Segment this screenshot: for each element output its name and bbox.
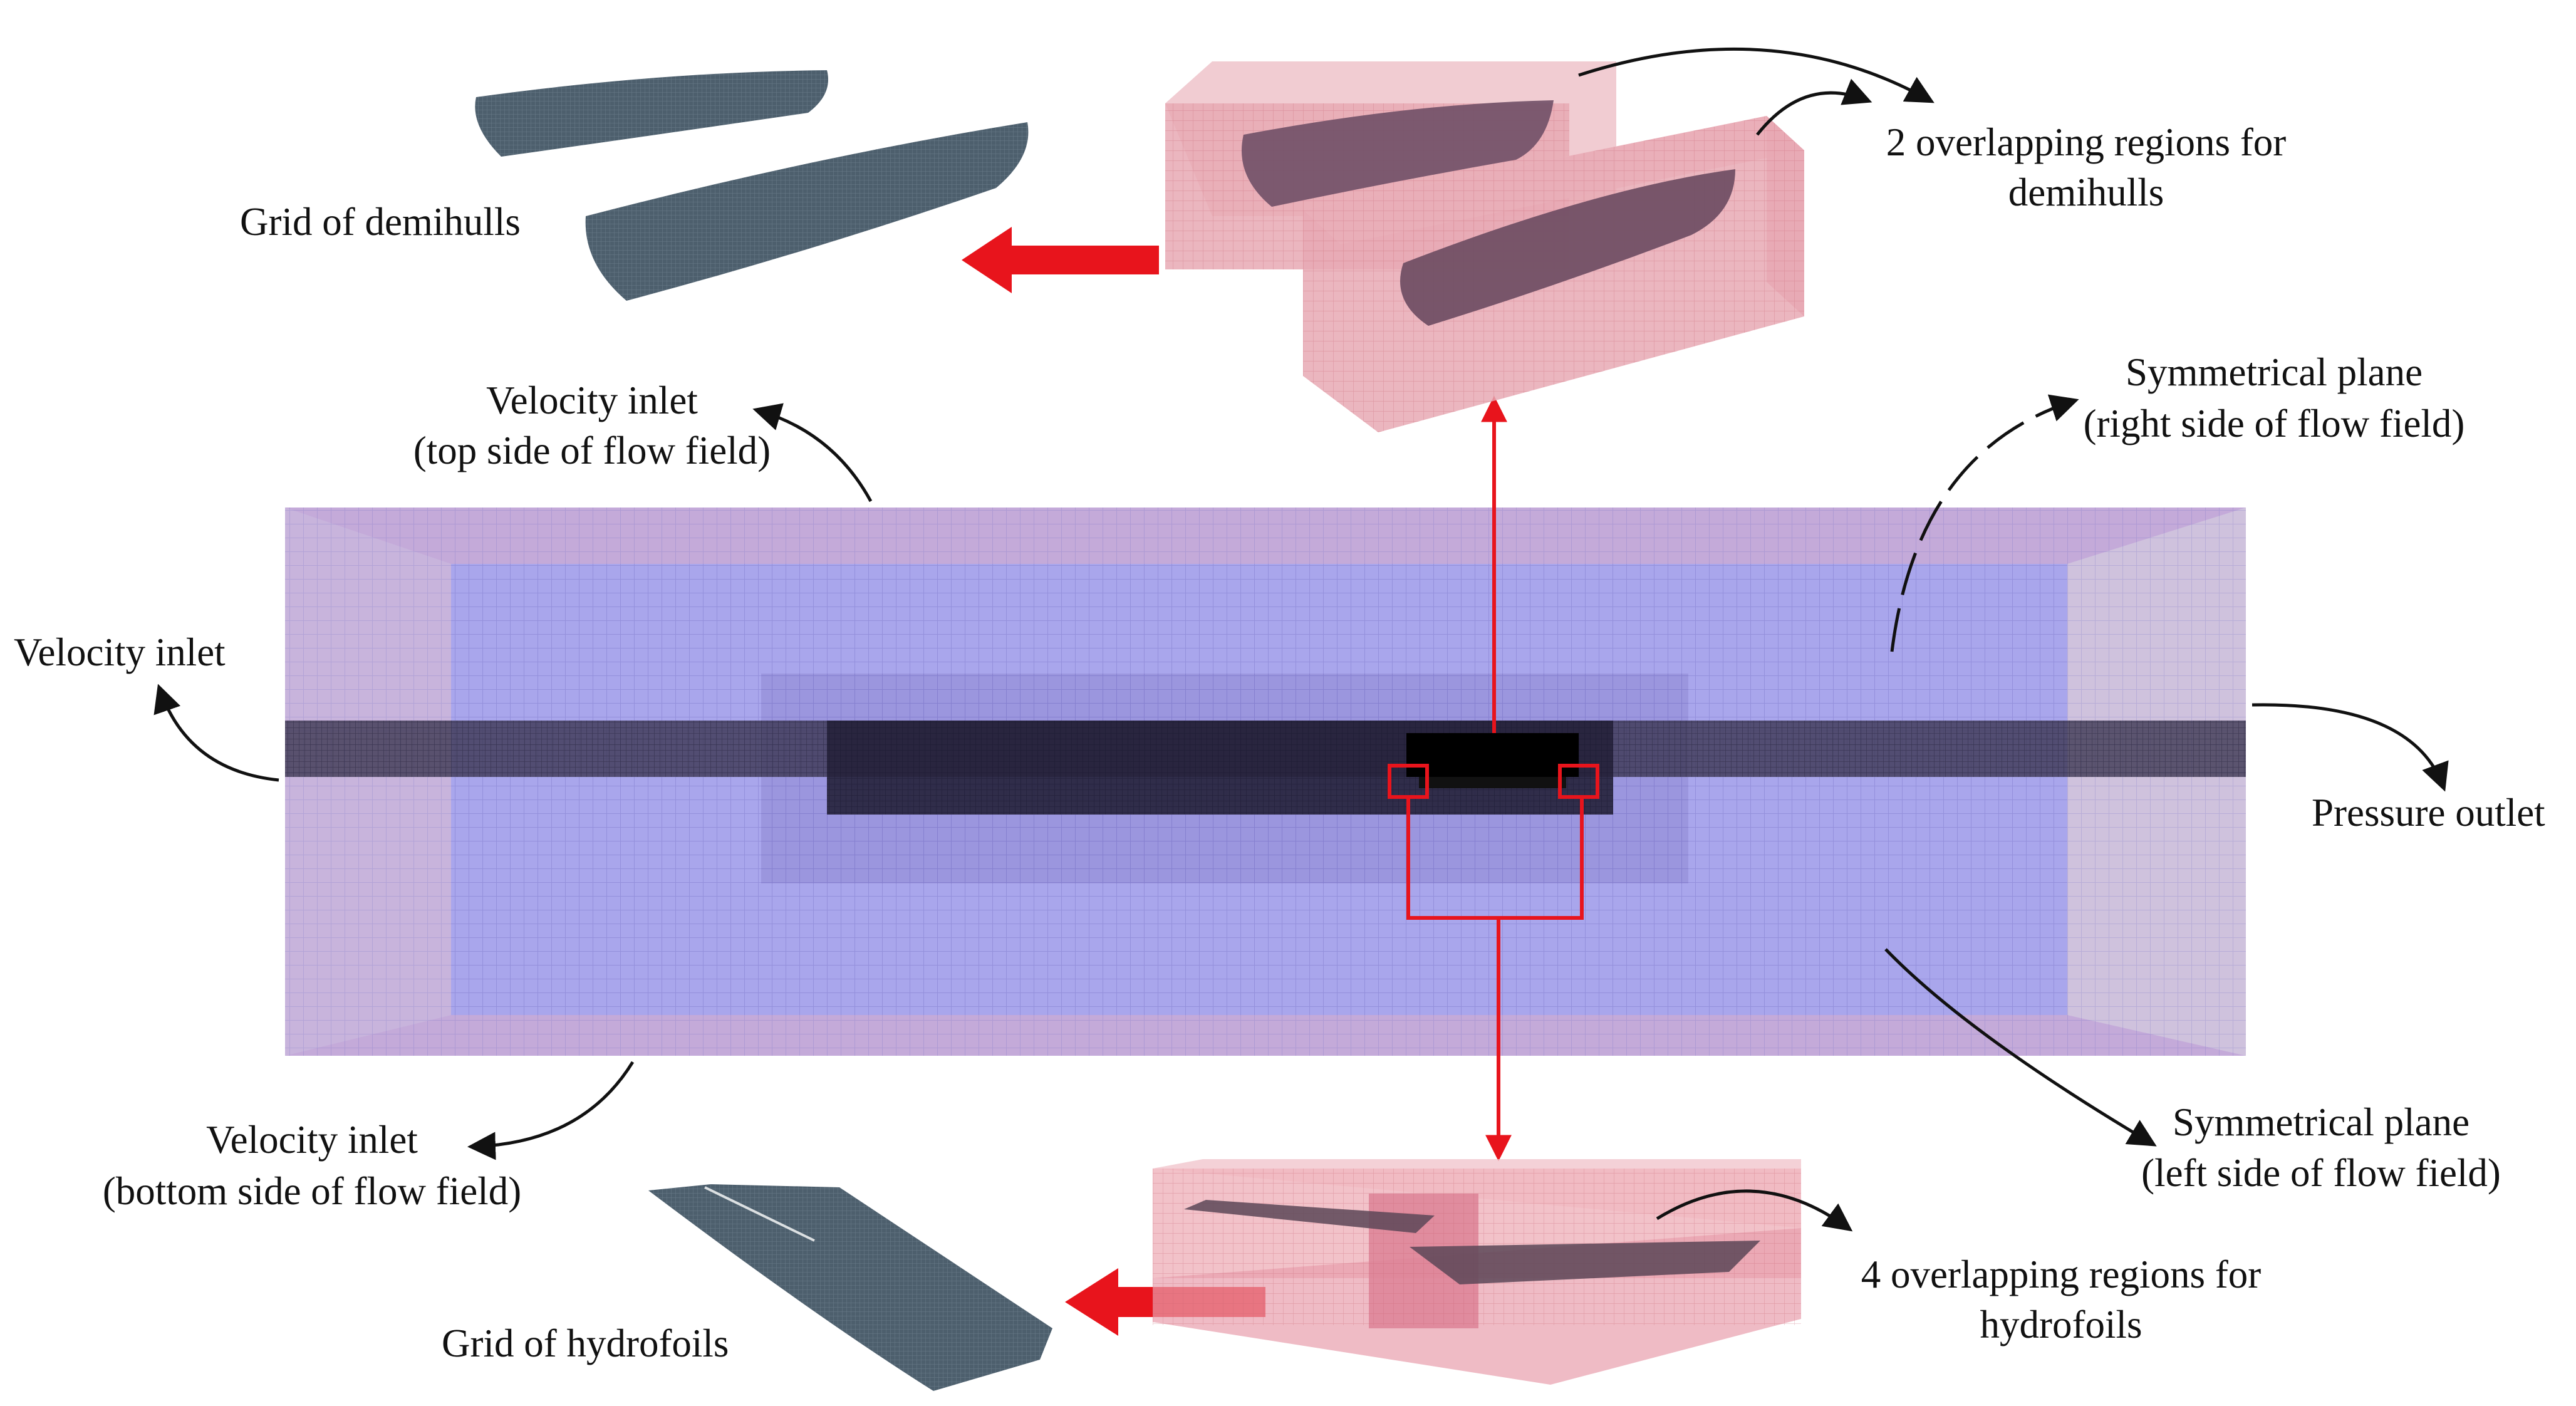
label-grid-demihulls: Grid of demihulls [240, 200, 521, 244]
hydrofoil-highlight-box-right [1558, 764, 1599, 799]
label-overlap-hydrofoils-line2: hydrofoils [1980, 1303, 2142, 1346]
label-symmetrical-plane-left-line2: (left side of flow field) [2141, 1151, 2501, 1195]
leader-symmetrical-plane-right [1890, 394, 2079, 652]
left-arrow-demihulls [962, 227, 1159, 293]
label-velocity-inlet-bottom-line1: Velocity inlet [206, 1118, 418, 1162]
leader-demihull-region-1 [1578, 47, 1935, 103]
demihull-grid-group [475, 70, 1029, 301]
label-velocity-inlet-left: Velocity inlet [14, 630, 226, 674]
label-symmetrical-plane-right-line2: (right side of flow field) [2084, 402, 2465, 445]
label-velocity-inlet-bottom-line2: (bottom side of flow field) [103, 1169, 521, 1213]
leader-velocity-inlet-top [752, 403, 873, 503]
label-grid-hydrofoils: Grid of hydrofoils [442, 1321, 729, 1365]
vessel-body [1406, 733, 1579, 777]
leader-pressure-outlet [2251, 703, 2449, 792]
demihull-overset-regions [1165, 61, 1804, 432]
leader-demihull-region-2 [1756, 78, 1872, 136]
label-overlap-hydrofoils-line1: 4 overlapping regions for [1861, 1252, 2262, 1296]
label-overlap-demihulls-line1: 2 overlapping regions for [1886, 120, 2287, 164]
leader-velocity-inlet-bottom [467, 1061, 635, 1160]
label-symmetrical-plane-left-line1: Symmetrical plane [2173, 1100, 2470, 1144]
label-overlap-demihulls-line2: demihulls [2008, 170, 2164, 214]
computational-domain [285, 508, 2246, 1056]
hydrofoil-overset-regions [1153, 1159, 1801, 1385]
leader-hydrofoil-regions [1656, 1189, 1853, 1232]
hydrofoil-grid-group [648, 1184, 1052, 1391]
hydrofoil-in-region-left [1184, 1200, 1435, 1233]
hydrofoil-in-region-right [1410, 1241, 1760, 1284]
label-velocity-inlet-top-line1: Velocity inlet [486, 378, 698, 422]
label-pressure-outlet: Pressure outlet [2312, 791, 2545, 835]
vessel-underbody [1419, 777, 1566, 788]
label-velocity-inlet-top-line2: (top side of flow field) [413, 429, 771, 472]
hydrofoil-connector-line [1406, 797, 1584, 920]
label-symmetrical-plane-right-line1: Symmetrical plane [2126, 350, 2423, 394]
leader-velocity-inlet-left [153, 684, 279, 782]
leader-symmetrical-plane-left [1884, 948, 2157, 1147]
